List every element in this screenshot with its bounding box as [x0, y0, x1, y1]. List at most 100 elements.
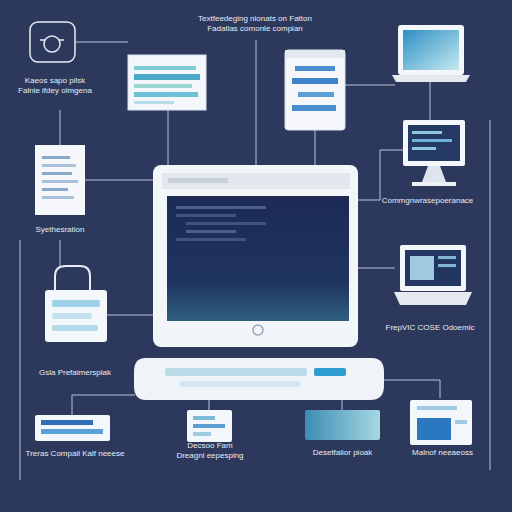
monitor-stand — [422, 166, 446, 182]
device-node: Kaeos sapo pilsk Falnie ifdey oimgena — [16, 20, 94, 96]
code-line — [176, 214, 236, 217]
text-bar — [412, 139, 452, 142]
laptop-display — [405, 250, 461, 286]
text-bar — [412, 131, 442, 134]
cable — [55, 266, 90, 290]
device-bar — [52, 313, 92, 319]
monitor-frame — [403, 120, 465, 166]
code-line — [176, 238, 246, 241]
wire — [107, 315, 153, 316]
key-row — [180, 381, 300, 387]
main-monitor — [153, 165, 358, 347]
text-bar — [412, 147, 436, 150]
device-label: Kaeos sapo pilsk Falnie ifdey oimgena — [16, 76, 94, 96]
wire — [342, 400, 343, 410]
text-bar — [42, 156, 70, 159]
code-line — [176, 206, 266, 209]
content-block — [410, 256, 434, 280]
text-bar — [41, 429, 103, 434]
wire — [345, 85, 395, 86]
heading-note: Textfeedeging nionats on Fatton Fadatlas… — [185, 14, 325, 34]
keyboard-base — [134, 358, 384, 400]
wire — [60, 110, 61, 145]
laptop-base — [394, 292, 472, 305]
device-node: Decsoo Fam Dreagni eepesping — [175, 408, 245, 461]
key-row — [165, 368, 307, 376]
wire — [85, 180, 153, 181]
device-label: Malnof neeaeoss — [400, 448, 485, 458]
laptop-screen — [398, 25, 464, 75]
card — [305, 410, 380, 440]
frame-line — [490, 120, 491, 470]
document-page — [35, 145, 85, 215]
window-panel — [128, 55, 206, 110]
monitor-foot — [412, 182, 456, 186]
laptop-screen — [400, 245, 466, 291]
window-bar-detail — [168, 178, 228, 183]
camera-lens — [44, 36, 60, 52]
device-label: Gsla Prefaimerspiak — [35, 368, 115, 378]
monitor-display — [408, 125, 460, 161]
device-label: Syethesration — [25, 225, 95, 235]
camera-detail — [40, 39, 64, 41]
text-bar — [134, 74, 200, 80]
wire — [60, 240, 61, 268]
device-label: Decsoo Fam Dreagni eepesping — [175, 441, 245, 461]
card — [410, 400, 472, 445]
laptop-display — [403, 30, 459, 70]
wire — [380, 380, 440, 398]
text-bar — [417, 406, 457, 410]
device-node: FrepVIC COSE Odoemic — [380, 243, 480, 333]
text-bar — [42, 188, 68, 191]
card — [187, 410, 232, 442]
device-node: Desetfalior pioak — [295, 408, 390, 458]
content-block — [417, 418, 451, 440]
device-node: Gsla Prefaimerspiak — [35, 262, 115, 378]
wire — [430, 82, 431, 120]
text-bar — [193, 432, 211, 436]
wire — [358, 268, 395, 269]
text-bar — [42, 172, 72, 175]
wire — [72, 395, 135, 415]
wire — [315, 130, 316, 165]
main-screen — [167, 196, 349, 321]
text-bar — [298, 92, 334, 97]
device-label: Commgnwrasepoeranace — [370, 196, 485, 206]
device-box — [45, 290, 107, 342]
text-bar — [193, 424, 225, 428]
code-line — [186, 230, 236, 233]
card — [35, 415, 110, 441]
device-node: Syethesration — [25, 143, 95, 235]
text-bar — [134, 101, 174, 104]
text-bar — [292, 105, 336, 111]
window-bar — [162, 173, 350, 189]
text-bar — [42, 196, 74, 199]
device-label: Treras Compail Kalf neeese — [20, 449, 130, 459]
text-bar — [438, 264, 456, 267]
wire — [75, 42, 128, 43]
text-bar — [438, 256, 456, 259]
text-bar — [134, 92, 198, 97]
frame-line — [20, 240, 21, 480]
text-bar — [42, 180, 78, 183]
text-bar — [455, 420, 467, 424]
text-bar — [41, 420, 93, 425]
device-bar — [52, 325, 98, 331]
text-bar — [295, 66, 335, 71]
code-line — [186, 222, 266, 225]
panel-tab — [285, 50, 345, 58]
wire — [358, 150, 403, 200]
laptop-base — [392, 75, 470, 82]
device-label: FrepVIC COSE Odoemic — [380, 323, 480, 333]
key-row — [314, 368, 346, 376]
text-bar — [134, 84, 192, 88]
camera-icon — [30, 22, 75, 62]
device-node: Commgnwrasepoeranace — [370, 118, 485, 206]
device-node: Malnof neeaeoss — [400, 398, 485, 458]
wire — [168, 110, 169, 165]
wire — [209, 400, 210, 410]
device-bar — [52, 300, 100, 307]
device-node: Treras Compail Kalf neeese — [20, 413, 130, 459]
text-bar — [292, 78, 338, 84]
